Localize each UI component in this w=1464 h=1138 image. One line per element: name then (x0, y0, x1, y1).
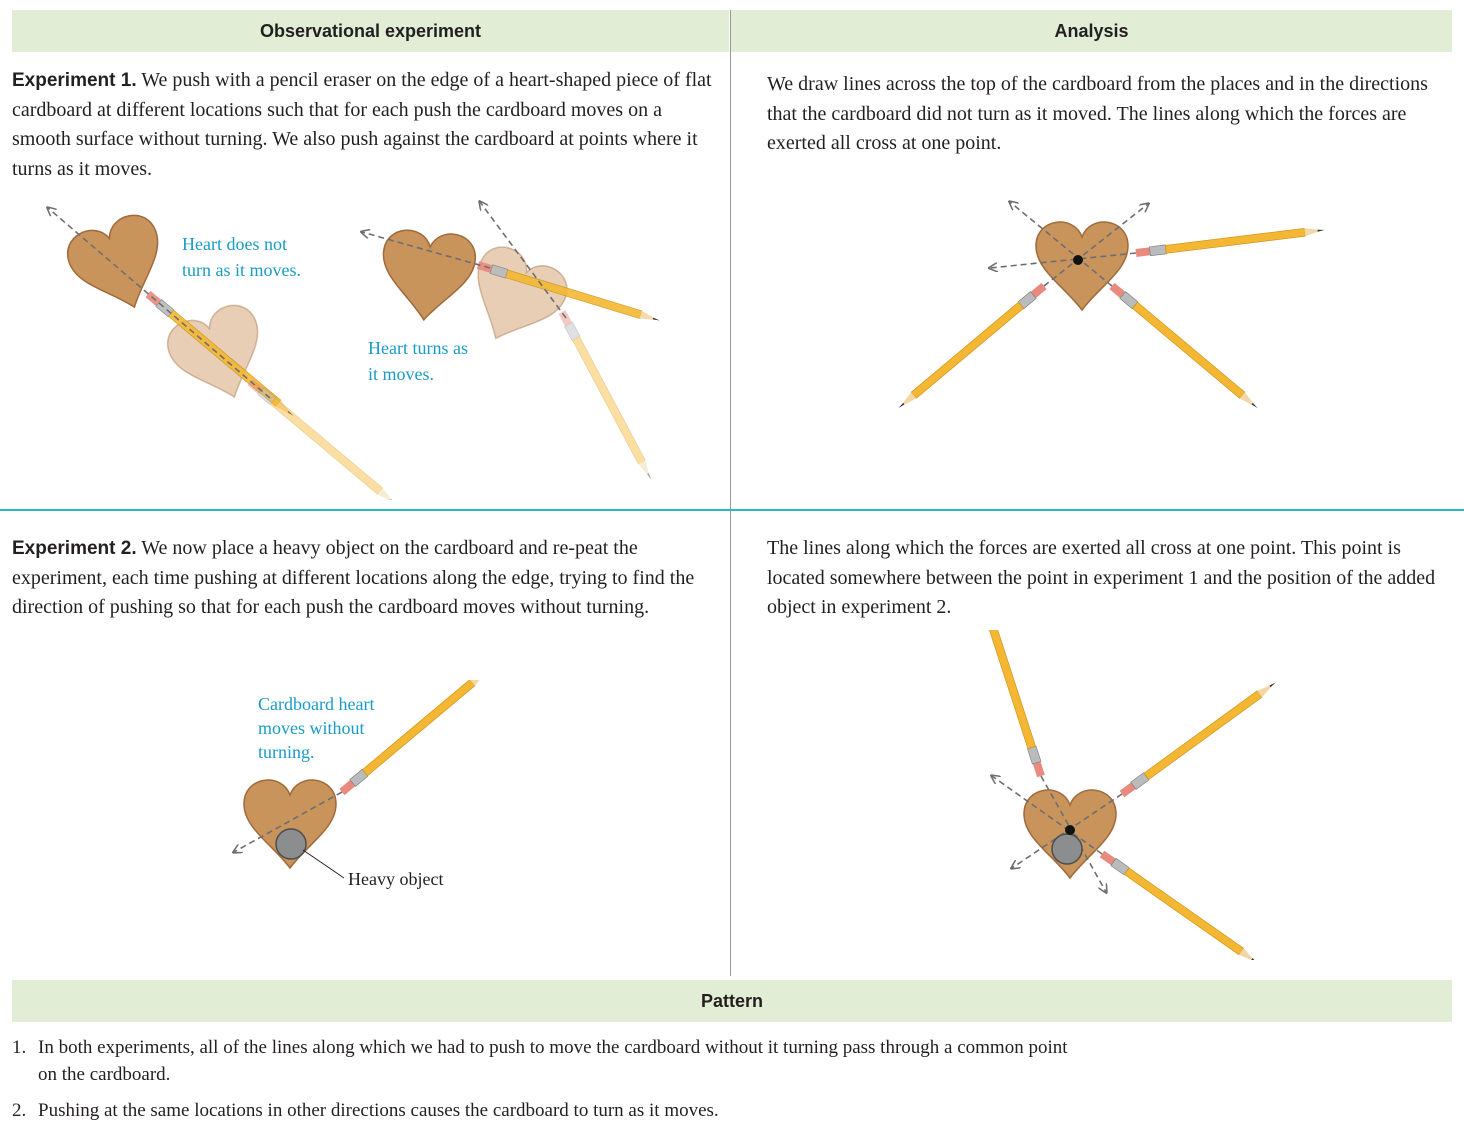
analysis-1-figure (895, 180, 1326, 410)
caption-exp2-line-3: turning. (258, 742, 315, 762)
dashed-arrow-icon (1012, 793, 1123, 868)
experiment-2-text: We now place a heavy object on the cardb… (12, 537, 695, 618)
pattern-item-1-text-b: on the cardboard. (38, 1064, 171, 1085)
heavy-object-leader-line (302, 849, 345, 879)
pencil-icon (1134, 224, 1326, 258)
dashed-arrow-icon (234, 791, 343, 852)
pencil-icon (977, 630, 1046, 778)
pattern-item-2: 2. Pushing at the same locations in other… (12, 1097, 1412, 1124)
pattern-item-2-text: Pushing at the same locations in other d… (38, 1100, 719, 1121)
experiment-1-text: We push with a pencil eraser on the edge… (12, 69, 712, 180)
pencil-icon (1108, 282, 1261, 410)
experiment-1-lead: Experiment 1. (12, 70, 137, 91)
dashed-arrow-icon (480, 202, 567, 319)
dashed-arrow-icon (990, 252, 1137, 268)
heavy-object-label: Heavy object (348, 869, 443, 889)
header-pattern: Pattern (12, 980, 1452, 1022)
caption-exp2-line-2: moves without (258, 718, 365, 738)
heavy-object-disc-icon (275, 828, 307, 860)
dashed-arrow-icon (992, 776, 1103, 855)
pattern-item-1-text-a: In both experiments, all of the lines al… (38, 1037, 1068, 1058)
experiment-1-figure: Heart does not turn as it moves. Heart t… (0, 190, 662, 500)
dashed-arrow-icon (48, 208, 271, 399)
caption-no-turn-line-1: Heart does not (182, 234, 287, 254)
pencil-icon (246, 378, 399, 500)
column-divider (730, 10, 731, 976)
experiment-2-lead: Experiment 2. (12, 538, 137, 559)
experiment-2-figure: Cardboard heart moves without turning. H… (0, 680, 491, 889)
pencil-icon (1098, 849, 1261, 960)
caption-exp2-line-1: Cardboard heart (258, 694, 374, 714)
pattern-item-1: 1. In both experiments, all of the lines … (12, 1034, 1412, 1088)
analysis-2-paragraph: The lines along which the forces are exe… (767, 537, 1436, 618)
crossing-point-dot-icon (1073, 255, 1083, 265)
dashed-arrow-icon (362, 232, 491, 269)
header-observational-experiment: Observational experiment (12, 10, 729, 52)
caption-no-turn-line-2: turn as it moves. (182, 260, 301, 280)
heavy-object-disc-icon (1051, 833, 1083, 865)
pencil-icon (895, 282, 1048, 410)
experiment-1-paragraph: Experiment 1. We push with a pencil eras… (12, 66, 717, 184)
dashed-arrow-icon (1010, 202, 1113, 287)
dashed-arrow-icon (1040, 775, 1106, 892)
analysis-2-figure (977, 630, 1279, 960)
row-divider (0, 509, 1464, 511)
caption-turn-line-1: Heart turns as (368, 338, 468, 358)
caption-turn-line-2: it moves. (368, 364, 434, 384)
crossing-point-dot-icon (1065, 825, 1075, 835)
pencil-icon (557, 309, 656, 483)
pattern-item-2-number: 2. (12, 1100, 27, 1121)
analysis-1-paragraph: We draw lines across the top of the card… (767, 73, 1428, 154)
experiment-2-paragraph: Experiment 2. We now place a heavy objec… (12, 534, 717, 623)
header-analysis: Analysis (731, 10, 1452, 52)
dashed-arrow-icon (1043, 204, 1148, 287)
pencil-icon (1118, 678, 1279, 799)
pattern-item-1-number: 1. (12, 1037, 27, 1058)
